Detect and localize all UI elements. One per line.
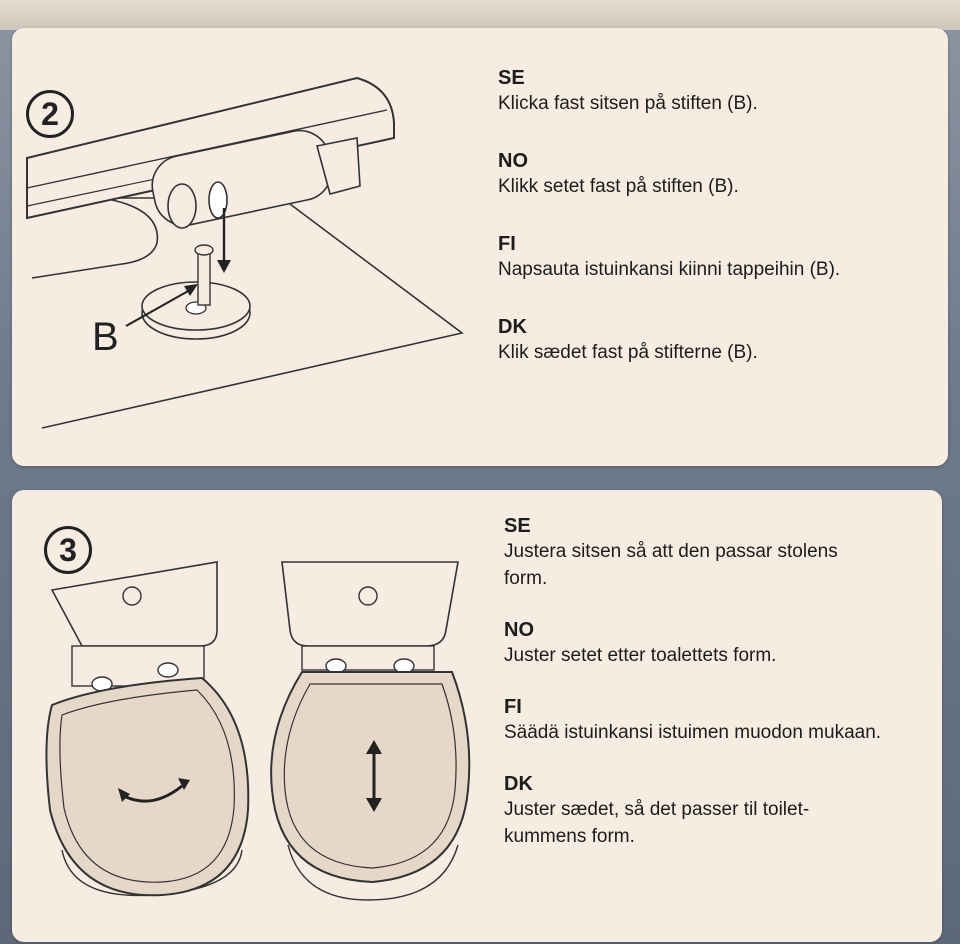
instruction-text: Klik sædet fast på stifterne (B). [498, 342, 758, 363]
instruction-fi: FI Napsauta istuinkansi kiinni tappeihin… [498, 232, 938, 283]
instruction-text: Napsauta istuinkansi kiinni tappeihin (B… [498, 259, 841, 280]
language-code: DK [498, 316, 527, 338]
tank-button-left [122, 586, 142, 606]
callout-line [125, 289, 191, 327]
toilet-right [270, 561, 471, 901]
toilet-left [45, 561, 250, 897]
seat-right-inner [283, 683, 457, 869]
instruction-dk: DK Juster sædet, så det passer til toile… [504, 772, 934, 850]
instruction-text: Justera sitsen så att den passar stolens… [504, 541, 838, 589]
hinge-right-b [393, 658, 415, 674]
language-code: FI [498, 233, 516, 255]
tank-button-right [358, 586, 378, 606]
vertical-arrowhead-down [366, 798, 382, 812]
instruction-se: SE Klicka fast sitsen på stiften (B). [498, 66, 938, 117]
language-code: FI [504, 696, 522, 718]
seat-left [45, 676, 250, 897]
instruction-text: Juster setet etter toalettets form. [504, 645, 777, 666]
instruction-no: NO Klikk setet fast på stiften (B). [498, 149, 938, 200]
step-3-illustration [45, 561, 471, 901]
step-2-panel: B 2 SE Klicka fast sitsen på stiften (B)… [12, 28, 948, 466]
rotate-arrowhead-right [178, 778, 190, 790]
vertical-arrowhead-up [366, 740, 382, 754]
hinge-right-a [325, 658, 347, 674]
instruction-text: Juster sædet, så det passer til toilet- … [504, 799, 810, 847]
language-code: DK [504, 773, 533, 795]
pin-head [194, 244, 214, 256]
floor-outline [41, 197, 464, 429]
instruction-fi: FI Säädä istuinkansi istuimen muodon muk… [504, 695, 934, 746]
hinge-end-cap [167, 183, 197, 229]
instruction-no: NO Juster setet etter toalettets form. [504, 618, 934, 669]
top-packaging-strip [0, 0, 960, 30]
instruction-dk: DK Klik sædet fast på stifterne (B). [498, 315, 938, 366]
step-number-3: 3 [44, 526, 92, 574]
step-3-panel: 3 SE Justera sitsen så att den passar st… [12, 490, 942, 942]
step-number-2: 2 [26, 90, 74, 138]
step-3-instructions: SE Justera sitsen så att den passar stol… [504, 514, 934, 876]
seat-left-inner [59, 689, 235, 883]
callout-arrowhead [184, 284, 198, 296]
language-code: NO [498, 150, 528, 172]
bowl-right [287, 844, 459, 901]
language-code: NO [504, 619, 534, 641]
instruction-text: Säädä istuinkansi istuimen muodon mukaan… [504, 722, 882, 743]
callout-label-b: B [92, 315, 119, 359]
step-2-illustration: B [26, 76, 464, 429]
toilet-rim [31, 197, 159, 279]
language-code: SE [498, 67, 525, 89]
down-arrow-head [217, 260, 231, 273]
seat-right [270, 671, 471, 884]
language-code: SE [504, 515, 531, 537]
step-2-instructions: SE Klicka fast sitsen på stiften (B). NO… [498, 66, 938, 398]
rotate-arrowhead-left [118, 788, 130, 802]
hinge-socket [208, 181, 228, 219]
instruction-se: SE Justera sitsen så att den passar stol… [504, 514, 934, 592]
rotate-arrow-curve [123, 784, 183, 803]
pin-stem [197, 249, 211, 306]
instruction-text: Klicka fast sitsen på stiften (B). [498, 93, 758, 114]
hinge-clip [316, 137, 361, 195]
instruction-text: Klikk setet fast på stiften (B). [498, 176, 739, 197]
hinge-left-b [157, 662, 179, 678]
